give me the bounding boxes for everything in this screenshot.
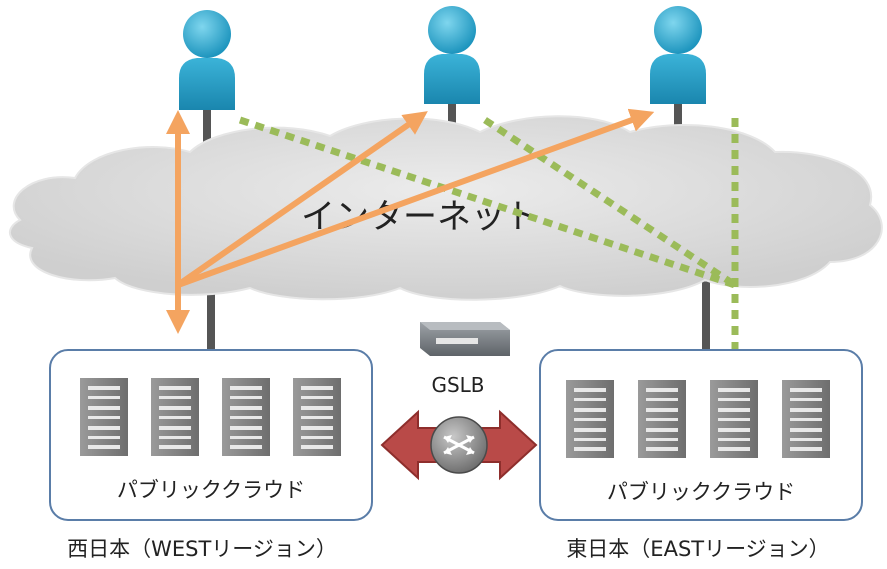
server-icon [80,378,128,456]
server-icon [566,380,614,458]
active-link [176,108,655,288]
server-icon [638,380,686,458]
server-rack-group [80,378,341,456]
load-balancer-icon [420,322,510,356]
internet-label: インターネット [301,197,539,237]
cloud-label-west: パブリッククラウド [117,478,305,502]
server-icon [293,378,341,456]
server-icon [782,380,830,458]
server-icon [151,378,199,456]
user-icon [424,6,480,104]
router-icon [430,416,488,474]
server-icon [710,380,758,458]
standby-link [238,116,737,289]
user-icon [650,6,706,104]
standby-links [238,116,739,350]
server-icon [222,378,270,456]
standby-link [483,117,737,288]
user-icon [179,10,235,110]
cloud-label-east: パブリッククラウド [607,480,795,504]
region-east: パブリッククラウド [539,349,863,521]
active-links [166,108,655,334]
internet-cloud: インターネット [9,115,883,301]
region-west: パブリッククラウド [49,349,373,521]
region-caption-east: 東日本（EASTリージョン） [566,537,829,561]
region-poles [207,275,710,350]
region-caption-west: 西日本（WESTリージョン） [67,537,337,561]
active-link [176,111,428,288]
gslb-label: GSLB [431,373,484,397]
server-rack-group [566,380,830,458]
